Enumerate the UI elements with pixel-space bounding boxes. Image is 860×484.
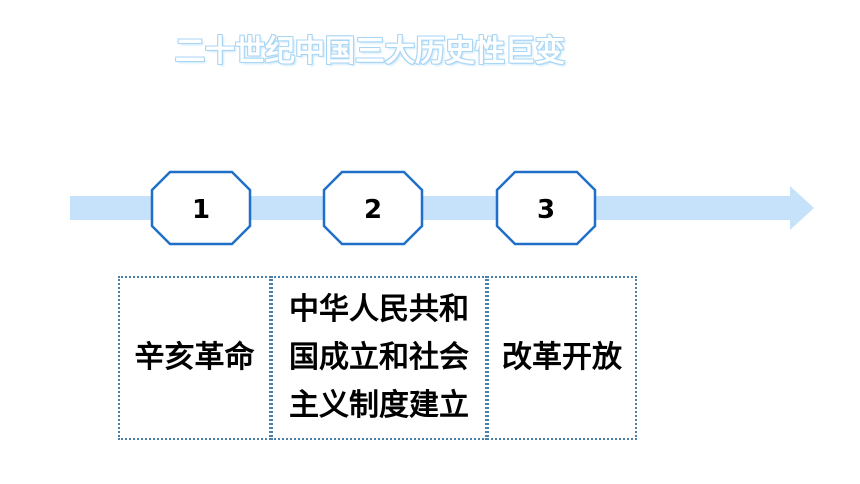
node-number: 2 xyxy=(364,195,382,225)
timeline-arrow-head xyxy=(790,186,814,230)
node-number: 1 xyxy=(192,195,210,225)
event-label: 改革开放 xyxy=(502,340,622,375)
timeline-node-3: 3 xyxy=(495,170,597,246)
node-number: 3 xyxy=(537,195,555,225)
diagram-title: 二十世纪中国三大历史性巨变 xyxy=(175,34,565,69)
event-label: 辛亥革命 xyxy=(134,340,255,375)
event-box-1: 辛亥革命 xyxy=(118,276,271,440)
event-box-2: 中华人民共和 国成立和社会 主义制度建立 xyxy=(271,276,487,440)
timeline-node-2: 2 xyxy=(322,170,424,246)
event-box-3: 改革开放 xyxy=(487,276,637,440)
timeline-node-1: 1 xyxy=(150,170,252,246)
event-label: 中华人民共和 国成立和社会 主义制度建立 xyxy=(289,292,469,423)
